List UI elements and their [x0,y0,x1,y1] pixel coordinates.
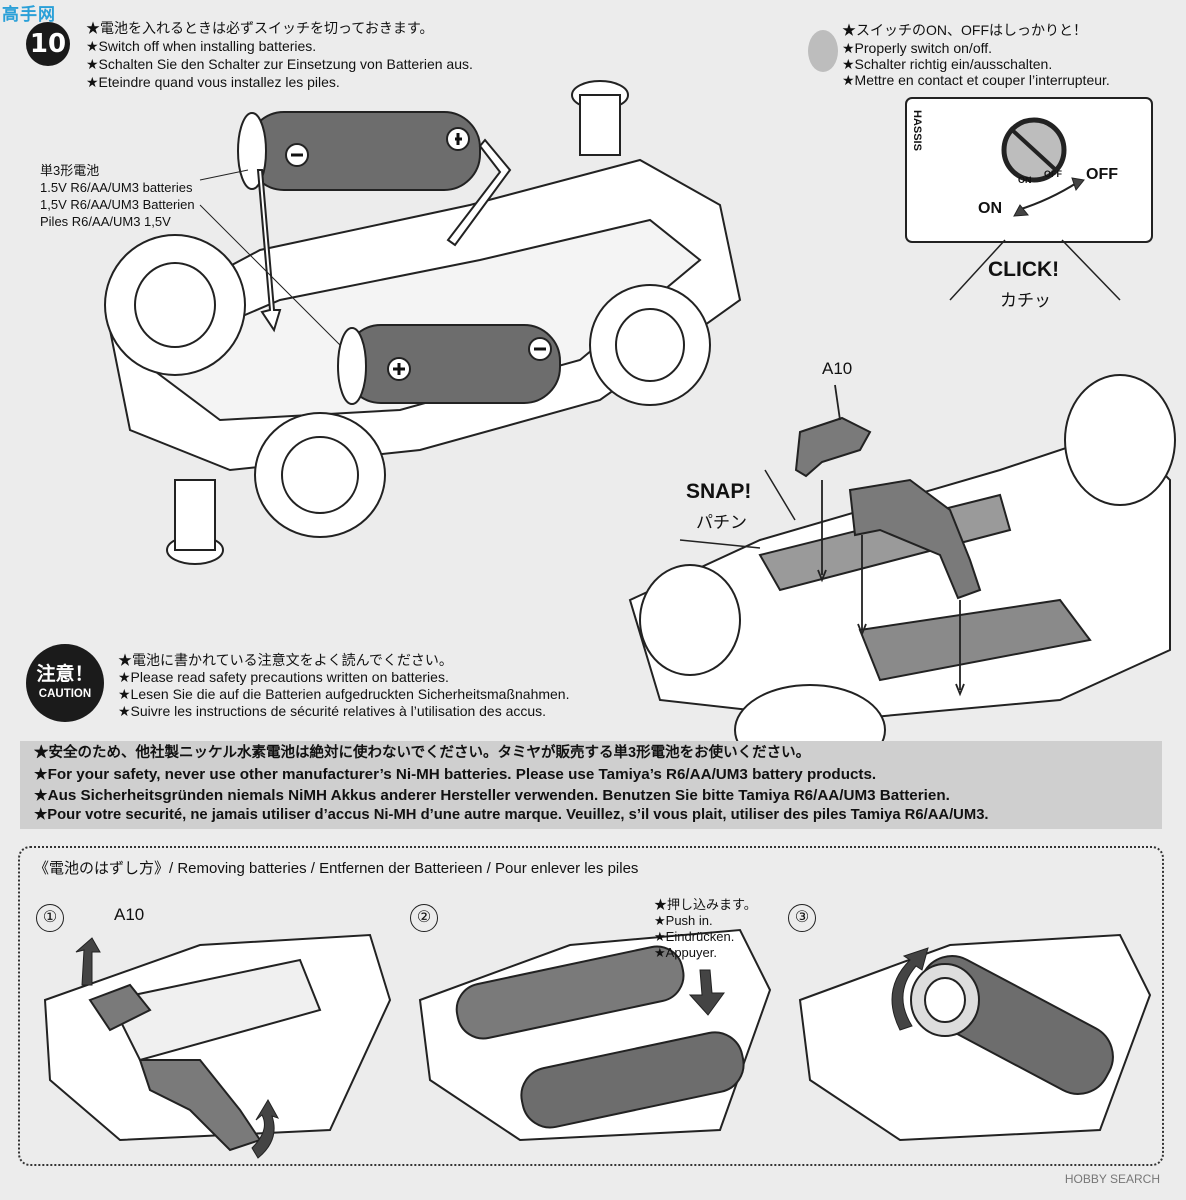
chassis-text: HASSIS [911,110,923,151]
removal-section [18,846,1164,1166]
switch-instruction-de: ★Schalter richtig ein/ausschalten. [842,56,1053,72]
caution-line-jp: ★電池に書かれている注意文をよく読んでください。 [118,652,453,668]
instruction-jp: ★電池を入れるときは必ずスイッチを切っておきます。 [86,20,434,36]
switch-off-label: OFF [1086,166,1118,183]
snap-label-en: SNAP! [686,480,752,503]
caution-badge-en: CAUTION [38,688,92,700]
push-in-note-fr: ★Appuyer. [654,945,717,960]
removal-step-1-part-label: A10 [114,905,145,924]
safety-line-fr: ★Pour votre securité, ne jamais utiliser… [34,807,989,823]
removal-step-3-number: ③ [788,904,816,932]
safety-line-en: ★For your safety, never use other manufa… [34,766,877,783]
push-in-note-en: ★Push in. [654,913,713,928]
instruction-en: ★Switch off when installing batteries. [86,38,317,54]
push-in-note-jp: ★押し込みます。 [654,897,757,912]
instruction-de: ★Schalten Sie den Schalter zur Einsetzun… [86,56,473,72]
switch-small-off: OFF [1044,169,1062,179]
caution-line-en: ★Please read safety precautions written … [118,669,449,685]
site-watermark: 高手网 [2,5,56,25]
switch-small-on: ON [1018,175,1032,185]
push-in-note-de: ★Eindrücken. [654,929,735,944]
battery-label-de: 1,5V R6/AA/UM3 Batterien [40,197,195,212]
click-label-jp: カチッ [1000,291,1051,311]
switch-instruction-fr: ★Mettre en contact et couper l’interrupt… [842,72,1110,88]
caution-line-de: ★Lesen Sie die auf die Batterien aufgedr… [118,686,570,702]
instruction-fr: ★Eteindre quand vous installez les piles… [86,74,340,90]
switch-marker-dot [808,30,838,72]
removal-step-2-number: ② [410,904,438,932]
battery-label-jp: 単3形電池 [40,163,100,178]
caution-line-fr: ★Suivre les instructions de sécurité rel… [118,703,547,719]
part-a10-label: A10 [822,359,853,378]
switch-instruction-jp: ★スイッチのON、OFFはしっかりと！ [842,22,1087,38]
snap-label-jp: パチン [696,513,747,533]
removal-title: 《電池のはずし方》/ Removing batteries / Entferne… [34,860,639,877]
footer-credit: HOBBY SEARCH [1064,1172,1160,1186]
removal-step-1-number: ① [36,904,64,932]
caution-badge: 注意！ CAUTION [26,644,104,722]
safety-warning-panel: ★安全のため、他社製ニッケル水素電池は絶対に使わないでください。タミヤが販売する… [20,741,1162,829]
switch-on-label: ON [978,200,1002,217]
caution-badge-jp: 注意！ [36,663,94,685]
battery-label-fr: Piles R6/AA/UM3 1,5V [40,214,171,229]
switch-instruction-en: ★Properly switch on/off. [842,40,993,56]
safety-line-de: ★Aus Sicherheitsgründen niemals NiMH Akk… [34,787,950,804]
click-label-en: CLICK! [988,258,1060,281]
battery-label-en: 1.5V R6/AA/UM3 batteries [40,180,193,195]
step-number-badge: 10 [26,22,70,66]
safety-line-jp: ★安全のため、他社製ニッケル水素電池は絶対に使わないでください。タミヤが販売する… [34,745,811,761]
